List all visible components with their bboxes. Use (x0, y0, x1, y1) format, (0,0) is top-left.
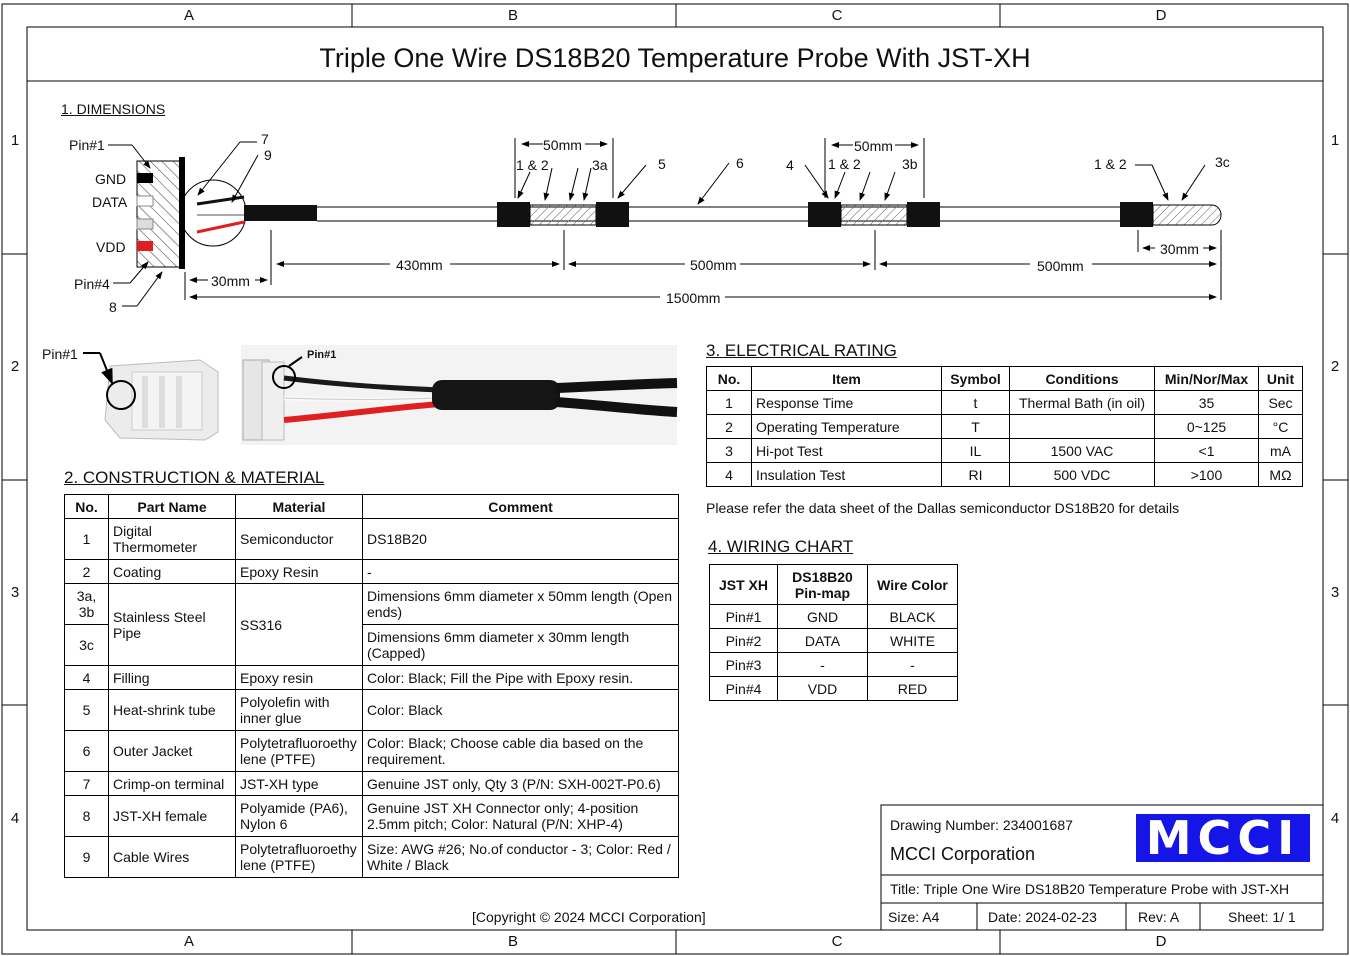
title-block-title: Title: Triple One Wire DS18B20 Temperatu… (890, 881, 1290, 897)
grid-row-1-left: 1 (10, 132, 20, 149)
grid-row-2-left: 2 (10, 358, 20, 375)
label-pin4: Pin#4 (74, 276, 110, 292)
table-row: 5 Heat-shrink tube Polyolefin with inner… (64, 689, 679, 731)
table-row: 4 Insulation Test RI 500 VDC >100 MΩ (706, 462, 1303, 487)
grid-col-d-bottom: D (1155, 933, 1167, 950)
section-construction: 2. CONSTRUCTION & MATERIAL (64, 468, 325, 487)
dim-50mm-b: 50mm (854, 138, 893, 154)
table-row: 3a, 3b Stainless Steel Pipe SS316 Dimens… (64, 583, 679, 666)
title-block-sheet: Sheet: 1/ 1 (1228, 909, 1296, 925)
dim-430mm: 430mm (396, 257, 443, 273)
callout-8: 8 (109, 299, 117, 315)
table-row: 9 Cable Wires Polytetrafluoroethylene (P… (64, 836, 679, 878)
construction-table: No. Part Name Material Comment 1 Digital… (64, 494, 679, 878)
grid-col-a-bottom: A (183, 933, 194, 950)
table-row: Pin#2 DATA WHITE (709, 628, 958, 653)
callout-4: 4 (786, 157, 794, 173)
dim-1500mm: 1500mm (666, 290, 721, 306)
mcci-logo: MCCI (1136, 814, 1310, 862)
grid-col-d-top: D (1155, 7, 1167, 24)
photo-label-pin1-right: Pin#1 (307, 349, 337, 361)
callout-3c: 3c (1215, 154, 1230, 170)
table-row: 3 Hi-pot Test IL 1500 VAC <1 mA (706, 438, 1303, 463)
table-row: 2 Coating Epoxy Resin - (64, 559, 679, 584)
table-row: Pin#1 GND BLACK (709, 604, 958, 629)
grid-col-c-bottom: C (831, 933, 843, 950)
grid-col-b-top: B (507, 7, 518, 24)
dim-500mm-b: 500mm (1037, 258, 1084, 274)
label-gnd: GND (95, 171, 127, 187)
title-block-date: Date: 2024-02-23 (988, 909, 1097, 925)
header-comment: Comment (362, 494, 679, 519)
cable-photo (241, 345, 678, 445)
header-no: No. (64, 494, 109, 519)
callout-1-2-b: 1 & 2 (828, 156, 861, 172)
title-block-size: Size: A4 (888, 909, 940, 925)
grid-row-4-right: 4 (1330, 810, 1340, 827)
wiring-table: JST XH DS18B20 Pin-map Wire Color Pin#1 … (709, 564, 958, 701)
callout-1-2-c: 1 & 2 (1094, 156, 1127, 172)
grid-col-a-top: A (183, 7, 194, 24)
callout-3b: 3b (902, 156, 918, 172)
callout-9: 9 (264, 147, 272, 163)
page-title: Triple One Wire DS18B20 Temperature Prob… (319, 43, 1031, 73)
section-wiring: 4. WIRING CHART (708, 537, 854, 556)
callout-5: 5 (658, 156, 666, 172)
callout-1-2-a: 1 & 2 (516, 157, 549, 173)
table-row: 8 JST-XH female Polyamide (PA6), Nylon 6… (64, 795, 679, 837)
company-name: MCCI Corporation (890, 844, 1036, 864)
grid-col-b-bottom: B (507, 933, 518, 950)
dim-30mm-tip: 30mm (1160, 241, 1199, 257)
copyright: [Copyright © 2024 MCCI Corporation] (472, 909, 706, 925)
table-row: 1 Response Time t Thermal Bath (in oil) … (706, 390, 1303, 415)
connector-photo (83, 352, 219, 441)
table-row: Pin#3 - - (709, 652, 958, 677)
label-data: DATA (92, 194, 128, 210)
grid-row-4-left: 4 (10, 810, 20, 827)
photo-label-pin1-left: Pin#1 (42, 346, 78, 362)
label-vdd: VDD (96, 239, 126, 255)
header-part-name: Part Name (108, 494, 236, 519)
callout-6: 6 (736, 155, 744, 171)
table-row: 7 Crimp-on terminal JST-XH type Genuine … (64, 771, 679, 796)
header-material: Material (235, 494, 363, 519)
probe-drawing (108, 138, 1222, 307)
table-row: 1 Digital Thermometer Semiconductor DS18… (64, 518, 679, 560)
dim-50mm-a: 50mm (543, 137, 582, 153)
grid-row-3-right: 3 (1330, 584, 1340, 601)
dim-30mm-connector: 30mm (211, 273, 250, 289)
electrical-note: Please refer the data sheet of the Dalla… (706, 500, 1180, 516)
electrical-table: No. Item Symbol Conditions Min/Nor/Max U… (706, 366, 1303, 487)
callout-3a: 3a (592, 157, 608, 173)
table-row: Pin#4 VDD RED (709, 676, 958, 701)
grid-row-2-right: 2 (1330, 358, 1340, 375)
callout-7: 7 (261, 131, 269, 147)
dim-500mm-a: 500mm (690, 257, 737, 273)
grid-row-3-left: 3 (10, 584, 20, 601)
grid-row-1-right: 1 (1330, 132, 1340, 149)
grid-col-c-top: C (831, 7, 843, 24)
table-row: 4 Filling Epoxy resin Color: Black; Fill… (64, 665, 679, 690)
drawing-number: Drawing Number: 234001687 (890, 817, 1073, 833)
label-pin1: Pin#1 (69, 137, 105, 153)
table-row: 2 Operating Temperature T 0~125 °C (706, 414, 1303, 439)
table-row: 6 Outer Jacket Polytetrafluoroethylene (… (64, 730, 679, 772)
section-electrical: 3. ELECTRICAL RATING (706, 341, 897, 360)
section-dimensions: 1. DIMENSIONS (61, 101, 166, 117)
title-block-rev: Rev: A (1138, 909, 1180, 925)
